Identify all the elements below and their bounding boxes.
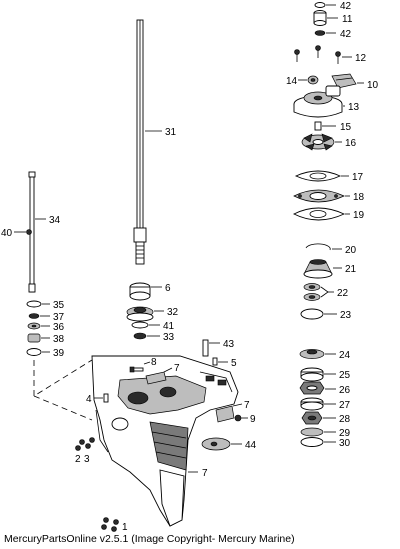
screws-12[interactable]	[294, 45, 341, 65]
callout-18: 18	[353, 192, 365, 203]
bushing-11[interactable]	[313, 10, 327, 26]
pin-4[interactable]	[103, 393, 109, 403]
bearing-32[interactable]	[126, 306, 154, 322]
callout-21: 21	[345, 264, 357, 275]
screw-9[interactable]	[234, 414, 242, 422]
screw-8[interactable]	[129, 366, 144, 373]
o-ring-23[interactable]	[300, 308, 324, 320]
callout-39: 39	[53, 348, 65, 359]
gear-housing[interactable]	[91, 355, 239, 527]
callout-3: 3	[84, 454, 90, 465]
callout-4: 4	[86, 394, 92, 405]
callout-35: 35	[53, 300, 65, 311]
callout-10: 10	[367, 80, 379, 91]
callout-7-top: 7	[174, 363, 180, 374]
stud-1[interactable]	[101, 517, 119, 532]
nut-33[interactable]	[133, 332, 147, 340]
callout-40: 40	[1, 228, 13, 239]
callout-24: 24	[339, 350, 351, 361]
callout-44: 44	[245, 440, 257, 451]
callout-31: 31	[165, 127, 177, 138]
callout-34: 34	[49, 215, 61, 226]
copyright-footer: MercuryPartsOnline v2.5.1 (Image Copyrig…	[4, 533, 295, 545]
callout-28: 28	[339, 414, 351, 425]
callout-22: 22	[337, 288, 349, 299]
bearing-26[interactable]	[299, 381, 325, 395]
stud-2[interactable]	[75, 439, 85, 451]
callout-16: 16	[345, 138, 357, 149]
washer-41[interactable]	[131, 321, 149, 329]
callout-27: 27	[339, 400, 351, 411]
bearing-cup-6[interactable]	[129, 282, 151, 301]
stud-3[interactable]	[85, 437, 95, 449]
callout-23: 23	[340, 310, 352, 321]
callout-8: 8	[151, 357, 157, 368]
callout-6: 6	[165, 283, 171, 294]
callout-13: 13	[348, 102, 360, 113]
impeller-16[interactable]	[301, 133, 335, 151]
pin-5[interactable]	[212, 357, 218, 366]
face-plate-18[interactable]	[293, 189, 345, 203]
gasket-19[interactable]	[292, 207, 346, 221]
callout-29: 29	[339, 428, 351, 439]
callout-33: 33	[163, 332, 175, 343]
gasket-17[interactable]	[294, 170, 342, 182]
callout-17: 17	[352, 172, 364, 183]
pump-housing-13[interactable]	[293, 85, 343, 118]
washer-30[interactable]	[300, 437, 324, 447]
callout-30: 30	[339, 438, 351, 449]
gear-25[interactable]	[300, 367, 324, 382]
callout-7-housing: 7	[202, 468, 208, 479]
callout-25: 25	[339, 370, 351, 381]
callout-14: 14	[286, 76, 298, 87]
retaining-ring-20[interactable]	[305, 243, 331, 251]
callout-11: 11	[342, 14, 353, 25]
callout-26: 26	[339, 385, 351, 396]
shim-29[interactable]	[300, 427, 324, 437]
callout-12: 12	[355, 53, 367, 64]
bearing-21[interactable]	[303, 259, 333, 279]
callout-32: 32	[167, 307, 179, 318]
cup-27[interactable]	[300, 397, 324, 411]
callout-2: 2	[75, 454, 81, 465]
seals-22[interactable]	[303, 283, 321, 301]
washer-42-bottom[interactable]	[314, 30, 326, 36]
gear-28[interactable]	[301, 411, 323, 425]
bearing-24[interactable]	[299, 349, 325, 359]
callout-9: 9	[250, 414, 256, 425]
callout-7-side: 7	[244, 400, 250, 411]
insert-10[interactable]	[331, 73, 357, 89]
washer-42-top[interactable]	[314, 2, 326, 8]
callout-36: 36	[53, 322, 65, 333]
callout-42-bottom: 42	[340, 29, 352, 40]
water-tube-seal-14[interactable]	[307, 75, 319, 85]
callout-37: 37	[53, 312, 65, 323]
drive-shaft[interactable]	[133, 19, 147, 265]
callout-43: 43	[223, 339, 235, 350]
anode-7-top[interactable]	[145, 371, 167, 385]
callout-20: 20	[345, 245, 357, 256]
trim-tab-44[interactable]	[201, 437, 231, 451]
callout-38: 38	[53, 334, 65, 345]
callout-15: 15	[340, 122, 352, 133]
callout-42-top: 42	[340, 1, 352, 12]
callout-5: 5	[231, 358, 237, 369]
callout-1: 1	[122, 522, 128, 533]
callout-41: 41	[163, 321, 175, 332]
key-15[interactable]	[314, 121, 322, 131]
dowel-pin-43[interactable]	[202, 339, 209, 357]
callout-19: 19	[353, 210, 365, 221]
anode-7-side[interactable]	[215, 405, 235, 423]
